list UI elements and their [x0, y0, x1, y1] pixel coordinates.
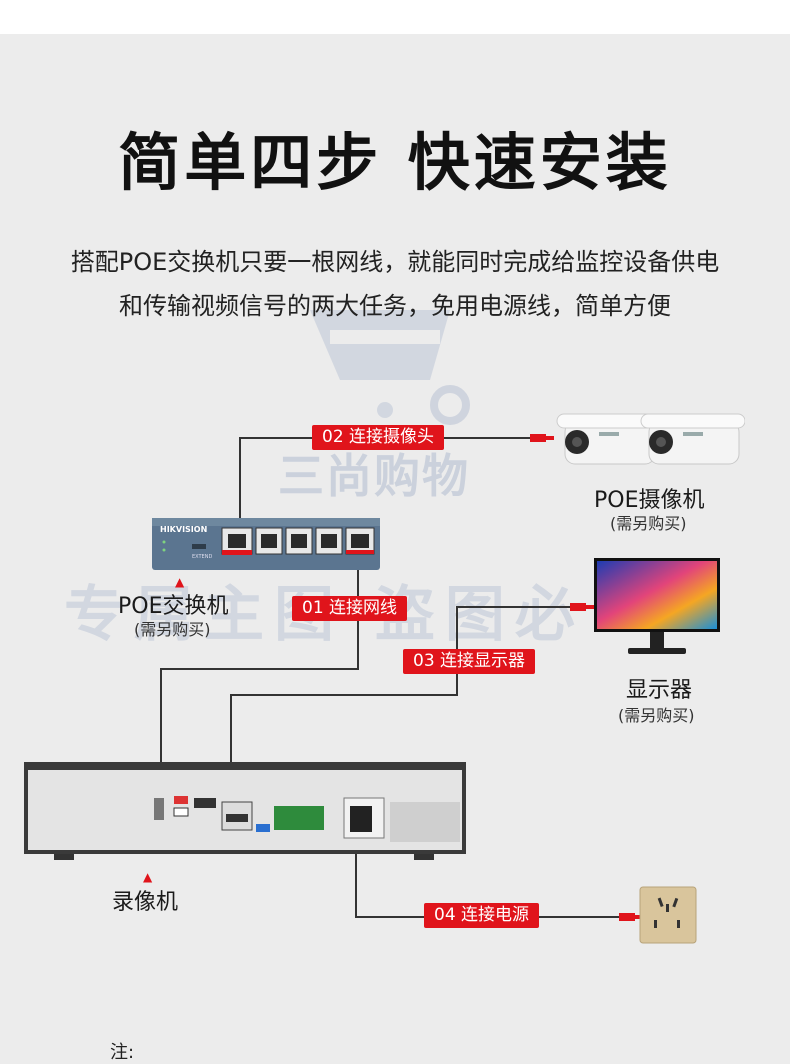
monitor-image	[594, 558, 720, 654]
svg-text:EXTEND: EXTEND	[192, 554, 212, 560]
monitor-label: 显示器	[626, 678, 693, 703]
wire-switch-nvr-v2	[160, 668, 162, 804]
nvr-image	[24, 762, 466, 860]
switch-brand: HIKVISION	[160, 525, 207, 534]
wire-nvr-power-v	[355, 834, 357, 918]
wire-switch-camera-v	[239, 437, 241, 531]
camera-plug-icon	[530, 434, 554, 442]
step-01-tag: 01 连接网线	[292, 596, 408, 621]
poe-camera-image	[556, 413, 745, 465]
top-strip	[0, 0, 790, 34]
camera-label: POE摄像机	[594, 488, 705, 513]
wire-switch-nvr-h	[160, 668, 359, 670]
power-plug-icon	[619, 913, 643, 921]
monitor-note: (需另购买)	[618, 706, 695, 725]
step-02-tag: 02 连接摄像头	[312, 425, 445, 450]
wall-outlet-icon	[639, 886, 697, 944]
wire-nvr-monitor-h2	[456, 606, 572, 608]
shop-cart-watermark-icon	[310, 310, 470, 425]
page-title: 简单四步 快速安装	[118, 126, 672, 199]
poe-switch-note: (需另购买)	[134, 620, 211, 639]
intro-line-2: 和传输视频信号的两大任务，免用电源线，简单方便	[119, 292, 671, 320]
nvr-label: 录像机	[112, 890, 179, 915]
wire-nvr-monitor-v	[230, 694, 232, 820]
intro-text: 搭配POE交换机只要一根网线，就能同时完成给监控设备供电 和传输视频信号的两大任…	[30, 240, 760, 328]
step-03-tag: 03 连接显示器	[403, 649, 536, 674]
poe-switch-label: POE交换机	[118, 594, 229, 619]
poe-switch-arrow-icon: ▲	[175, 575, 185, 589]
intro-line-1: 搭配POE交换机只要一根网线，就能同时完成给监控设备供电	[70, 248, 720, 276]
nvr-arrow-icon: ▲	[143, 870, 153, 884]
wire-nvr-monitor-h1	[230, 694, 458, 696]
camera-note: (需另购买)	[610, 514, 687, 533]
poe-switch-image: HIKVISION EXTEND	[152, 518, 380, 570]
monitor-plug-icon	[570, 603, 594, 611]
shop-watermark: 三尚购物	[278, 449, 470, 503]
footnote: 注:	[110, 1042, 135, 1063]
step-04-tag: 04 连接电源	[424, 903, 540, 928]
